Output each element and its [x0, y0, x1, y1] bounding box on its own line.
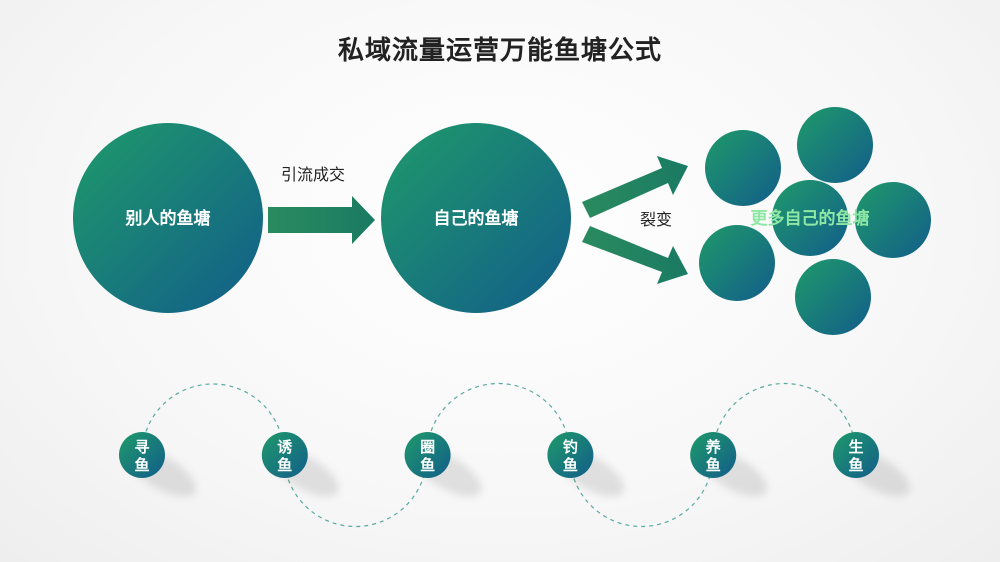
traffic-arrow-label: 引流成交 [281, 165, 345, 184]
steps-connector-wave [141, 382, 857, 528]
more-pond-circle [797, 107, 873, 183]
more-pond-circle [795, 259, 871, 335]
step-circle [690, 432, 737, 478]
step-label-bottom: 鱼 [563, 456, 578, 474]
fission-arrow-label: 裂变 [640, 210, 672, 229]
step-circle [547, 432, 594, 478]
more-ponds-label: 更多自己的鱼塘 [751, 208, 870, 229]
own-pond-label: 自己的鱼塘 [434, 208, 519, 229]
step-label-bottom: 鱼 [420, 456, 435, 474]
fission-arrow-down [582, 226, 688, 284]
traffic-arrow [268, 196, 375, 244]
step-label-top: 养 [705, 438, 722, 456]
step-label-top: 生 [848, 438, 863, 456]
more-pond-circle [699, 225, 775, 301]
step-circle [119, 432, 165, 478]
step-label-bottom: 鱼 [706, 456, 721, 474]
more-pond-circle [705, 130, 781, 206]
fission-arrow-up [582, 156, 688, 218]
step-circle [261, 432, 308, 478]
step-node: 寻鱼 [119, 432, 196, 497]
step-label-top: 钓 [563, 438, 578, 456]
step-label-top: 圈 [420, 438, 435, 456]
step-label-bottom: 鱼 [848, 456, 863, 474]
step-label-bottom: 鱼 [277, 456, 292, 474]
page-title: 私域流量运营万能鱼塘公式 [337, 36, 662, 66]
more-pond-circle [772, 180, 848, 256]
more-ponds-cluster: 更多自己的鱼塘 [699, 107, 931, 335]
own-pond-node: 自己的鱼塘 [381, 123, 571, 313]
step-node: 养鱼 [690, 432, 768, 497]
step-label-top: 寻 [134, 438, 149, 456]
step-circle [404, 432, 451, 478]
step-node: 钓鱼 [547, 432, 625, 497]
step-node: 圈鱼 [404, 432, 482, 497]
more-pond-circle [855, 182, 931, 258]
step-node: 诱鱼 [261, 432, 339, 497]
step-circle [833, 432, 879, 478]
step-label-bottom: 鱼 [134, 456, 149, 474]
step-label-top: 诱 [277, 438, 292, 456]
step-node: 生鱼 [833, 432, 910, 497]
others-pond-label: 别人的鱼塘 [125, 208, 211, 229]
others-pond-node: 别人的鱼塘 [73, 123, 263, 313]
